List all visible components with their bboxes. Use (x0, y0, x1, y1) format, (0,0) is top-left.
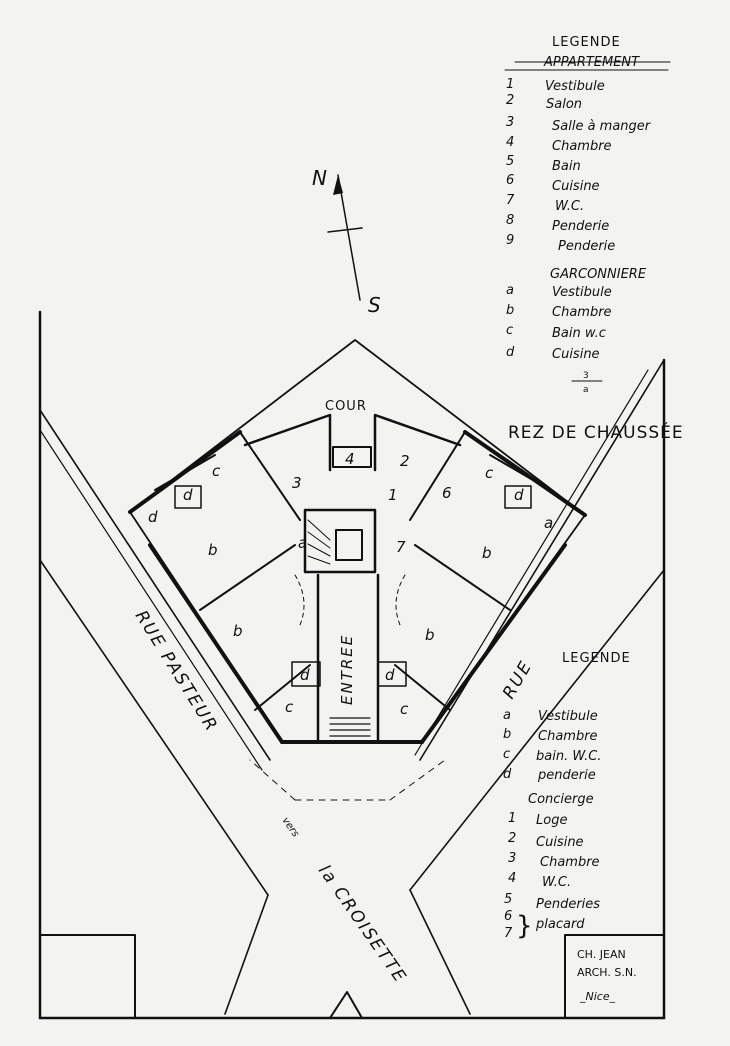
legend-label: Chambre (552, 139, 612, 154)
legend-label: Bain (552, 159, 581, 174)
legend-appartement-items: 1 Vestibule 2 Salon 3 Salle à manger 4 C… (506, 77, 652, 254)
legend-key: 1 (508, 811, 516, 826)
compass-north-label: N (312, 166, 327, 190)
legend-fraction-numerator: 3 (583, 371, 589, 381)
legend-label: Vestibule (545, 79, 605, 94)
legend-label: Chambre (552, 305, 612, 320)
room-label-6: 6 (442, 484, 452, 502)
legend-label: Penderie (552, 219, 609, 234)
room-label-d-left-corner: d (148, 508, 158, 526)
legend-key: 2 (508, 831, 516, 846)
street-lines (39, 359, 665, 1015)
room-label-d-left-bottom: d (300, 666, 310, 684)
legend-key: a (503, 708, 511, 723)
legend-bottom-title: LEGENDE (562, 651, 631, 666)
room-label-b-right-upper: b (482, 544, 492, 562)
entrance-label: ENTREE (338, 634, 356, 705)
legend-key: 2 (506, 93, 514, 108)
legend-label: placard (535, 917, 585, 932)
legend-label: Cuisine (536, 835, 584, 850)
legend-key: 4 (506, 135, 514, 150)
legend-key: 7 (504, 926, 513, 941)
room-label-a-right: a (544, 514, 553, 532)
legend-key: d (503, 767, 512, 782)
legend-label: Loge (536, 813, 567, 828)
legend-label: Cuisine (552, 347, 600, 362)
street-label-vers: vers (280, 815, 301, 839)
room-label-c-left-top: c (212, 462, 221, 480)
legend-key: c (506, 323, 513, 338)
room-label-d-right-bottom: d (385, 666, 395, 684)
architect-name: CH. JEAN (577, 948, 626, 961)
room-label-c-right-top: c (485, 464, 494, 482)
legend-concierge-heading: Concierge (528, 792, 594, 807)
architect-city: _Nice_ (579, 990, 616, 1003)
legend-fraction-denominator: a (583, 385, 589, 395)
legend-key: c (503, 747, 510, 762)
legend-key: b (503, 727, 511, 742)
room-label-3: 3 (292, 474, 302, 492)
legend-key: 7 (506, 193, 515, 208)
room-label-c-left-bottom: c (285, 698, 294, 716)
legend-label: Vestibule (552, 285, 612, 300)
legend-brace-icon: } (516, 911, 533, 941)
corner-triangle-mark (329, 991, 363, 1019)
legend-key: 5 (506, 154, 514, 169)
legend-bottom: LEGENDE a Vestibule b Chambre c bain. W.… (503, 651, 631, 941)
legend-top-title: LEGENDE (552, 35, 621, 50)
corner-plot-box (39, 934, 136, 1019)
legend-key: d (506, 345, 515, 360)
legend-label: Salon (546, 97, 582, 112)
legend-label: Bain w.c (552, 326, 606, 341)
street-label-rue-right: RUE (499, 657, 537, 703)
legend-key: 3 (506, 115, 514, 130)
street-label-croisette: la CROISETTE (314, 861, 410, 987)
legend-key: 6 (506, 173, 514, 188)
legend-key: a (506, 283, 514, 298)
room-label-b-left-upper: b (208, 541, 218, 559)
legend-key: 6 (504, 909, 512, 924)
room-label-d-left-top: d (183, 486, 193, 504)
legend-key: b (506, 303, 514, 318)
legend-label: Chambre (538, 729, 598, 744)
north-arrow (327, 174, 363, 301)
interior-walls (154, 431, 551, 742)
room-label-c-right-bottom: c (400, 700, 409, 718)
legend-key: 3 (508, 851, 516, 866)
court-label: COUR (325, 399, 367, 414)
room-label-2: 2 (400, 452, 410, 470)
legend-key: 8 (506, 213, 514, 228)
legend-appartement-heading: APPARTEMENT (543, 55, 640, 70)
street-label-rue-pasteur: RUE PASTEUR (131, 607, 222, 736)
room-label-4: 4 (345, 450, 355, 468)
legend-label: Vestibule (538, 709, 598, 724)
room-label-a-left: a (298, 534, 307, 552)
legend-label: Penderies (536, 897, 600, 912)
floor-title: REZ DE CHAUSSÉE (508, 421, 684, 443)
legend-key: 4 (508, 871, 516, 886)
room-label-d-right-top: d (514, 486, 524, 504)
room-label-b-right-lower: b (425, 626, 435, 644)
legend-label: Penderie (558, 239, 615, 254)
legend-top: LEGENDE APPARTEMENT 1 Vestibule 2 Salon … (504, 35, 671, 395)
legend-label: Chambre (540, 855, 600, 870)
legend-label: W.C. (542, 875, 571, 890)
legend-label: Cuisine (552, 179, 600, 194)
legend-label: bain. W.C. (536, 749, 601, 764)
room-label-1: 1 (388, 486, 398, 504)
legend-key: 1 (506, 77, 514, 92)
legend-label: W.C. (555, 199, 584, 214)
legend-key: 9 (506, 233, 514, 248)
legend-garconniere-items: a Vestibule b Chambre c Bain w.c d Cuisi… (506, 283, 612, 362)
legend-label: Salle à manger (552, 119, 652, 134)
legend-label: penderie (537, 768, 596, 783)
compass-south-label: S (368, 293, 381, 317)
architect-stamp-box (564, 934, 665, 1019)
legend-garconniere-heading: GARCONNIERE (550, 267, 647, 282)
room-label-b-left-lower: b (233, 622, 243, 640)
legend-key: 5 (504, 892, 512, 907)
room-label-7: 7 (396, 538, 406, 556)
architect-title: ARCH. S.N. (577, 966, 637, 979)
